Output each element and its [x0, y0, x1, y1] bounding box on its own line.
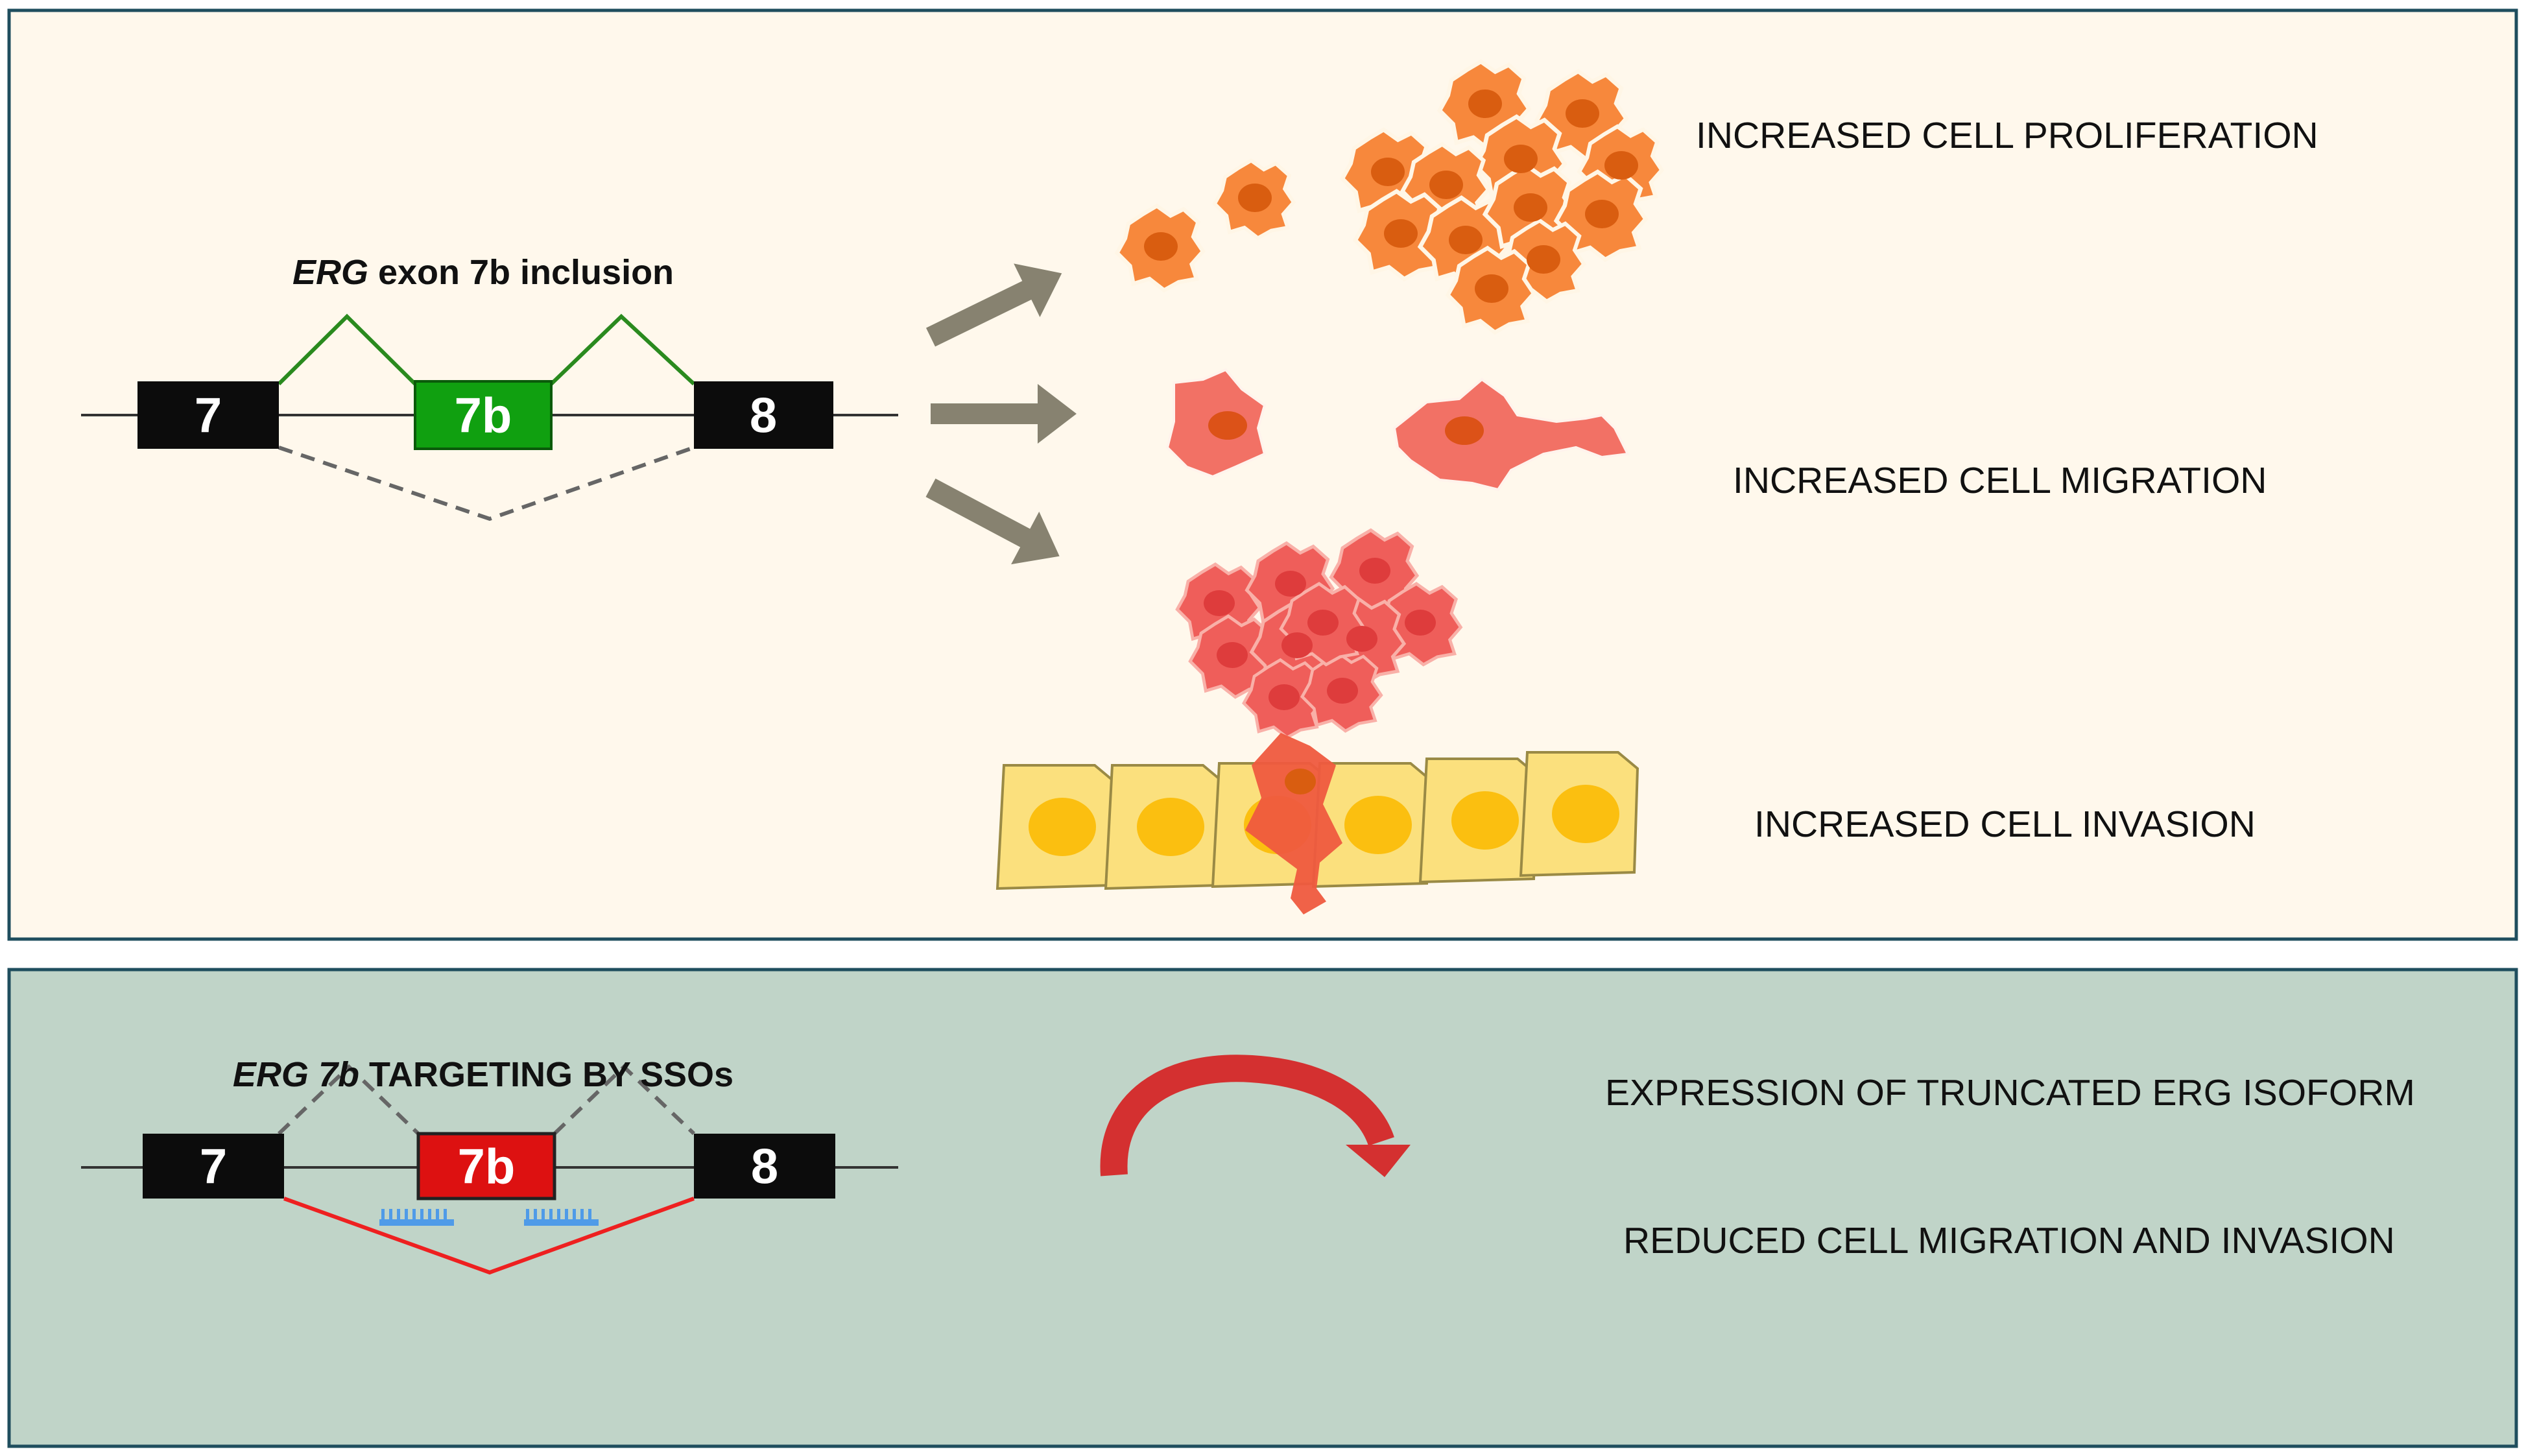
- top-skipping-junction: [278, 446, 695, 521]
- invading-cell-through-layer: [1245, 733, 1342, 914]
- top-inclusion-junction-right: [549, 313, 696, 386]
- bottom-diagram-title: ERG 7b TARGETING BY SSOs: [233, 1055, 733, 1094]
- top-inclusion-junction-left: [277, 313, 417, 386]
- bottom-title-rest: TARGETING BY SSOs: [359, 1055, 733, 1094]
- outcome-invasion: INCREASED CELL INVASION: [1754, 804, 2256, 845]
- top-splicing-diagram: ERG exon 7b inclusion 7 7b 8: [81, 253, 898, 521]
- bottom-blocked-junction-right: [553, 1064, 696, 1136]
- migrating-cells: [1165, 368, 1630, 492]
- top-title-italic: ERG: [292, 253, 368, 292]
- curved-arrow-icon: [1100, 1055, 1411, 1177]
- top-exon-7-label: 7: [195, 388, 222, 444]
- bottom-skipping-junction: [283, 1197, 695, 1275]
- bottom-exon-7b: 7b: [416, 1132, 556, 1200]
- bottom-blocked-junction-left: [277, 1064, 420, 1136]
- top-exon-8: 8: [694, 381, 833, 449]
- epithelial-layer: [996, 733, 1639, 914]
- sso-oligo-left-icon: [379, 1209, 454, 1226]
- top-exon-7b: 7b: [414, 380, 553, 450]
- outcome-proliferation: INCREASED CELL PROLIFERATION: [1696, 115, 2318, 156]
- top-diagram-title: ERG exon 7b inclusion: [292, 253, 674, 292]
- top-exon-7: 7: [137, 381, 279, 449]
- top-title-rest: exon 7b inclusion: [368, 253, 674, 292]
- outcome-reduced-migration-invasion: REDUCED CELL MIGRATION AND INVASION: [1623, 1220, 2395, 1261]
- outcome-migration: INCREASED CELL MIGRATION: [1733, 460, 2267, 501]
- outcome-truncated-isoform: EXPRESSION OF TRUNCATED ERG ISOFORM: [1605, 1072, 2415, 1114]
- invading-cells: [1177, 531, 1460, 738]
- bottom-title-italic: ERG 7b: [233, 1055, 359, 1094]
- outcome-arrows: [925, 263, 1077, 565]
- bottom-panel-background: [7, 968, 2518, 1448]
- arrow-to-invasion: [925, 478, 1060, 565]
- bottom-exon-8-label: 8: [751, 1140, 778, 1195]
- arrow-to-proliferation: [925, 263, 1062, 347]
- bottom-splicing-diagram: ERG 7b TARGETING BY SSOs 7 7b 8: [81, 1055, 898, 1275]
- sso-oligo-right-icon: [524, 1209, 599, 1226]
- top-panel: ERG exon 7b inclusion 7 7b 8: [7, 8, 2518, 941]
- proliferating-cells: [1117, 62, 1662, 333]
- bottom-exon-8: 8: [694, 1134, 835, 1199]
- top-exon-8-label: 8: [750, 388, 777, 444]
- bottom-exon-7b-label: 7b: [458, 1140, 516, 1195]
- arrow-to-migration: [931, 384, 1077, 444]
- bottom-exon-7-label: 7: [200, 1140, 227, 1195]
- top-exon-7b-label: 7b: [455, 388, 512, 444]
- bottom-exon-7: 7: [143, 1134, 284, 1199]
- bottom-panel: ERG 7b TARGETING BY SSOs 7 7b 8: [7, 968, 2518, 1448]
